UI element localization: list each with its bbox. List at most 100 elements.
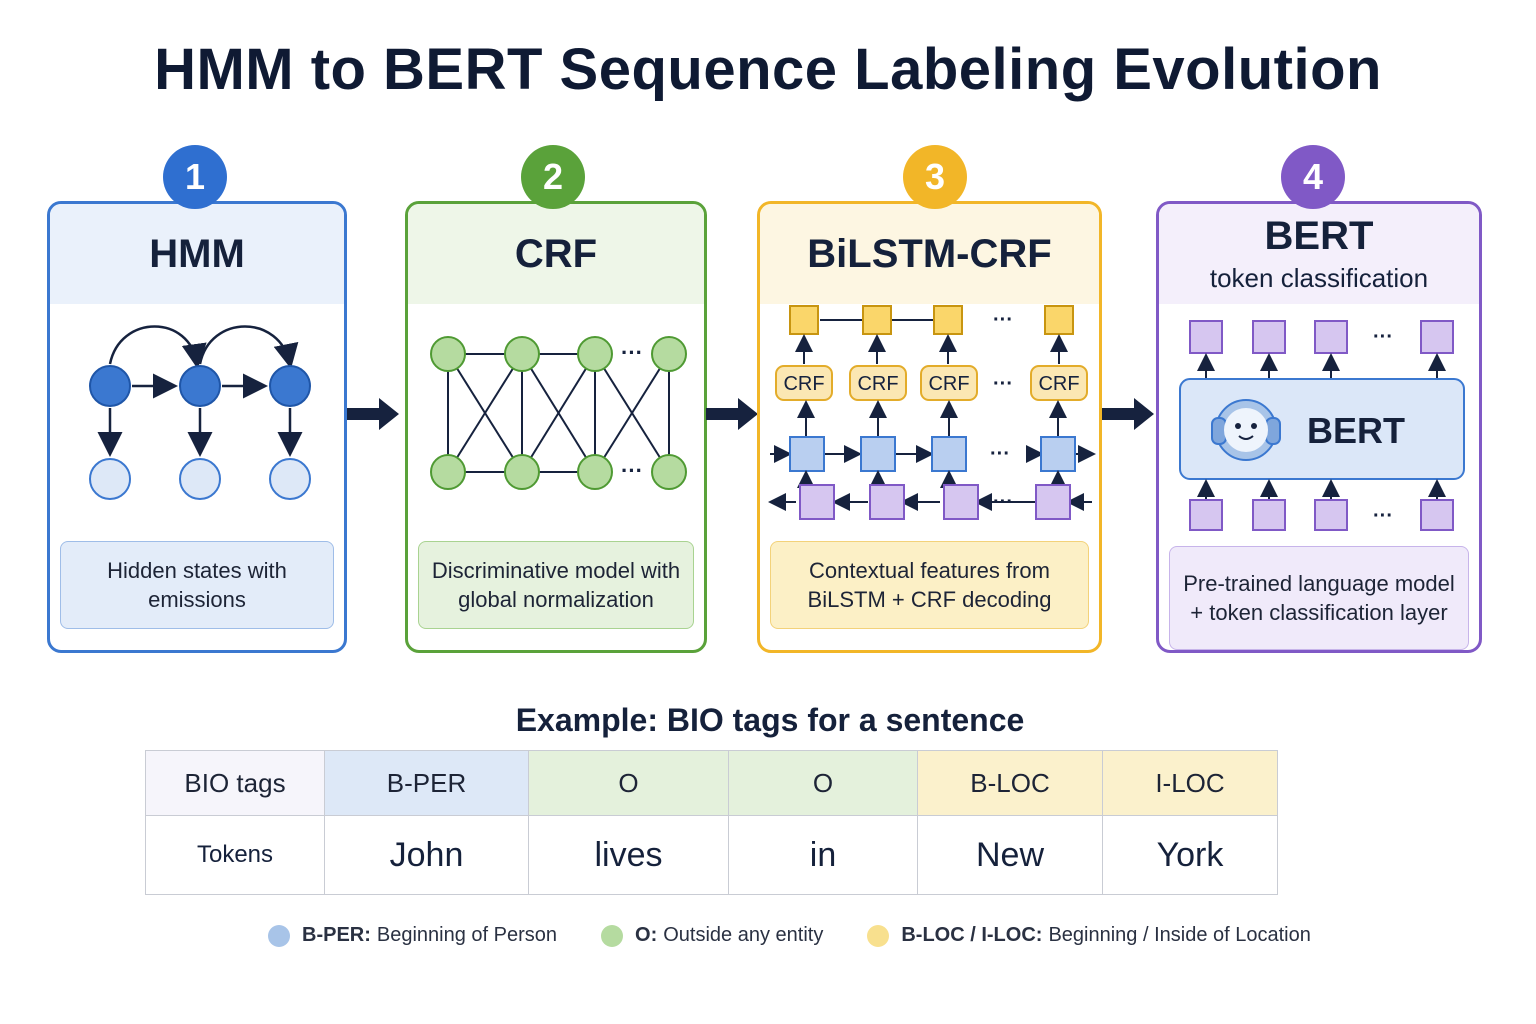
bio-tag-cell: O [528,750,729,816]
bert-panel-header: BERT token classification [1159,204,1479,304]
backward-lstm-cell [943,484,979,520]
page-title: HMM to BERT Sequence Labeling Evolution [154,37,1382,102]
input-token-node [1420,499,1454,531]
crf-panel-header: CRF [408,204,704,304]
bio-tag-cell: B-LOC [917,750,1103,816]
bio-tag-cell: I-LOC [1102,750,1278,816]
forward-lstm-cell [1040,436,1076,472]
output-tag-node [1044,305,1074,335]
bilstm-ellipsis: ··· [993,373,1013,395]
bert-panel: BERT token classification ··· [1156,201,1482,653]
backward-lstm-cell [1035,484,1071,520]
bio-tag-cell: B-PER [324,750,529,816]
row-header-tokens: Tokens [145,815,325,895]
bilstm-crf-title: BiLSTM-CRF [807,231,1052,276]
bert-graph: ··· BERT ··· [1179,320,1465,531]
backward-lstm-cell [869,484,905,520]
bilstm-crf-description: Contextual features from BiLSTM + CRF de… [770,541,1089,629]
bert-mascot-icon [1211,399,1281,461]
output-tag-node [789,305,819,335]
bio-tag-cell: O [728,750,918,816]
bert-subtitle: token classification [1209,263,1429,293]
crf-node-label: CRF [1038,373,1079,395]
output-token-node [1314,320,1348,354]
crf-label-node [504,336,540,372]
hmm-panel-header: HMM [50,204,344,304]
crf-label-node [430,336,466,372]
token-cell: John [324,815,529,895]
hmm-panel: HMM Hidden states with emissions [47,201,347,653]
crf-input-node [430,454,466,490]
crf-node-label: CRF [928,373,969,395]
hmm-graph [89,325,311,500]
token-cell: lives [528,815,729,895]
crf-graph: ··· ··· [430,336,687,490]
token-row: Tokens John lives in New York [145,815,1278,895]
step-4-badge: 4 [1281,145,1345,209]
crf-label-node [577,336,613,372]
output-token-node [1189,320,1223,354]
token-cell: York [1102,815,1278,895]
row-header-bio-tags: BIO tags [145,750,325,816]
bert-ellipsis: ··· [1373,326,1393,348]
output-token-node [1420,320,1454,354]
token-cell: in [728,815,918,895]
crf-node-label: CRF [783,373,824,395]
legend-key: B-PER: [302,924,371,946]
hidden-state-node [179,365,221,407]
crf-node-label: CRF [857,373,898,395]
crf-panel: CRF ··· ··· [405,201,707,653]
output-tag-node [933,305,963,335]
hidden-state-node [269,365,311,407]
bilstm-ellipsis: ··· [993,491,1013,513]
input-token-node [1314,499,1348,531]
bert-ellipsis: ··· [1373,505,1393,527]
observation-node [179,458,221,500]
hmm-skip-arrow [108,325,207,369]
hmm-skip-arrow [198,325,299,369]
legend-dot-icon [867,924,890,947]
bio-example-table: BIO tags B-PER O O B-LOC I-LOC Tokens Jo… [145,750,1278,895]
bilstm-crf-graph: ··· CRF CRF CRF CRF ··· [768,305,1096,520]
legend-item-o: O: Outside any entity [601,924,823,947]
crf-description: Discriminative model with global normali… [418,541,694,629]
legend-text: Beginning / Inside of Location [1048,924,1311,946]
forward-lstm-cell [860,436,896,472]
flow-arrow-icon [347,398,399,430]
bio-tag-row: BIO tags B-PER O O B-LOC I-LOC [145,750,1278,816]
legend-item-b-per: B-PER: Beginning of Person [268,924,557,947]
forward-lstm-cell [789,436,825,472]
crf-input-node [651,454,687,490]
crf-input-node [577,454,613,490]
bilstm-crf-panel: BiLSTM-CRF ··· [757,201,1102,653]
hmm-description: Hidden states with emissions [60,541,334,629]
bilstm-ellipsis: ··· [993,309,1013,331]
legend-item-loc: B-LOC / I-LOC: Beginning / Inside of Loc… [867,924,1311,947]
crf-ellipsis: ··· [621,458,643,483]
bert-description: Pre-trained language model + token class… [1169,546,1469,650]
hidden-state-node [89,365,131,407]
input-token-node [1189,499,1223,531]
flow-arrow-icon [1102,398,1154,430]
bilstm-ellipsis: ··· [990,443,1010,465]
output-tag-node [862,305,892,335]
observation-node [89,458,131,500]
bert-block-label: BERT [1307,410,1405,451]
step-3-badge: 3 [903,145,967,209]
flow-arrow-icon [706,398,758,430]
crf-ellipsis: ··· [621,340,643,365]
legend: B-PER: Beginning of Person O: Outside an… [268,924,1355,947]
step-1-badge: 1 [163,145,227,209]
hmm-title: HMM [149,231,245,276]
example-title: Example: BIO tags for a sentence [515,702,1025,738]
output-token-node [1252,320,1286,354]
backward-lstm-cell [799,484,835,520]
crf-title: CRF [514,231,598,276]
bilstm-crf-panel-header: BiLSTM-CRF [760,204,1099,304]
token-cell: New [917,815,1103,895]
bert-title: BERT [1264,214,1374,258]
legend-text: Beginning of Person [376,924,558,946]
legend-dot-icon [601,924,624,947]
legend-text: Outside any entity [663,924,824,946]
step-2-badge: 2 [521,145,585,209]
